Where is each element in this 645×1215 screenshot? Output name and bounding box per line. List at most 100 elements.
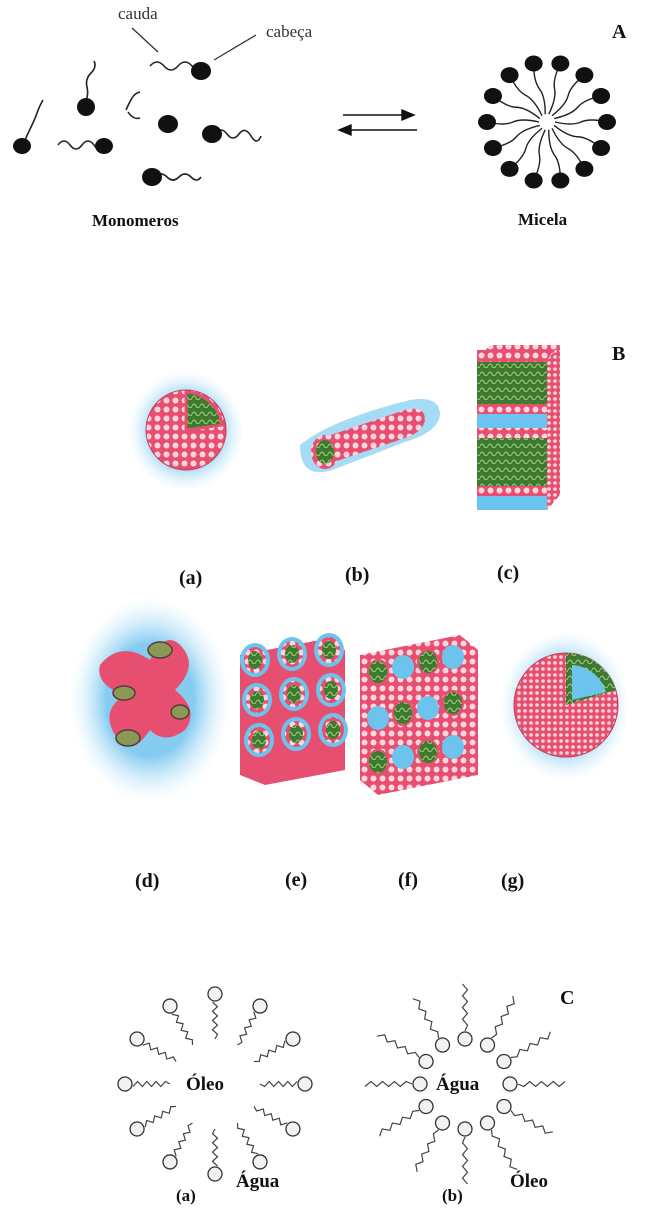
surfactant-tail bbox=[213, 1002, 218, 1039]
label-b-f: (f) bbox=[398, 869, 418, 891]
micelle bbox=[478, 56, 616, 189]
label-c-a: (a) bbox=[176, 1186, 196, 1205]
surfactant-head bbox=[286, 1122, 300, 1136]
surfactant-tail bbox=[213, 1129, 218, 1166]
surfactant-tail bbox=[416, 1130, 439, 1172]
micelle-head bbox=[501, 67, 519, 83]
surfactant-tail bbox=[254, 1107, 287, 1125]
surfactant-head bbox=[458, 1122, 472, 1136]
cubic-blue-cell bbox=[417, 696, 439, 720]
label-b-a: (a) bbox=[179, 567, 202, 589]
surfactant-head bbox=[503, 1077, 517, 1091]
lamellar-phase bbox=[477, 345, 560, 510]
micelle-head bbox=[551, 56, 569, 72]
surfactant-tail bbox=[172, 1014, 193, 1045]
surfactant-tail bbox=[238, 1012, 256, 1045]
vesicle bbox=[500, 631, 630, 781]
surfactant-tail bbox=[511, 1111, 553, 1134]
surfactant-head bbox=[118, 1077, 132, 1091]
hexagonal-core bbox=[285, 645, 299, 663]
panel-a: A cauda cabeça Monomeros bbox=[13, 4, 627, 230]
surfactant-tail bbox=[463, 1137, 468, 1184]
cubic-green-cell bbox=[443, 691, 463, 715]
surfactant-head bbox=[208, 987, 222, 1001]
panel-c: C Óleo Água (a) Água Óleo (b) bbox=[118, 984, 574, 1205]
label-b-d: (d) bbox=[135, 870, 159, 892]
micelle-head bbox=[484, 140, 502, 156]
surfactant-head bbox=[208, 1167, 222, 1181]
surfactant-tail bbox=[143, 1043, 176, 1061]
surfactant-head bbox=[436, 1116, 450, 1130]
spherical-micelle bbox=[128, 371, 244, 491]
surfactant-tail bbox=[365, 1082, 412, 1087]
micelle-head bbox=[598, 114, 616, 130]
surfactant-head bbox=[436, 1038, 450, 1052]
surfactant-head bbox=[481, 1038, 495, 1052]
surfactant-head bbox=[497, 1055, 511, 1069]
surfactant-head bbox=[298, 1077, 312, 1091]
hexagonal-core bbox=[324, 681, 338, 699]
surfactant-tail bbox=[238, 1123, 259, 1154]
hexagonal-phase bbox=[240, 633, 348, 785]
hexagonal-core bbox=[248, 651, 262, 669]
monomer-heads bbox=[13, 62, 222, 186]
hexagonal-core bbox=[326, 721, 340, 739]
surfactant-head bbox=[130, 1122, 144, 1136]
surfactant-head bbox=[481, 1116, 495, 1130]
micelle-head bbox=[484, 88, 502, 104]
surfactant-tail bbox=[518, 1082, 565, 1087]
label-b-e: (e) bbox=[285, 869, 307, 891]
micelle-head bbox=[478, 114, 496, 130]
cubic-blue-cell bbox=[442, 735, 464, 759]
oil-outside-label: Óleo bbox=[510, 1170, 548, 1192]
micelle-head bbox=[525, 172, 543, 188]
water-core-label: Água bbox=[436, 1073, 480, 1095]
surfactant-tail bbox=[377, 1035, 419, 1058]
bicontinuous-phase bbox=[70, 597, 230, 803]
head-pointer bbox=[214, 35, 256, 60]
hexagonal-core bbox=[322, 641, 336, 659]
micelle-head bbox=[592, 140, 610, 156]
cubic-green-cell bbox=[368, 750, 388, 774]
panel-c-letter: C bbox=[560, 987, 574, 1009]
micelle-head bbox=[575, 67, 593, 83]
label-b-c: (c) bbox=[497, 562, 519, 584]
cubic-blue-cell bbox=[442, 645, 464, 669]
cubic-blue-cell bbox=[392, 745, 414, 769]
micelle-label: Micela bbox=[518, 210, 568, 229]
monomers-group bbox=[24, 61, 261, 180]
hexagonal-core bbox=[287, 685, 301, 703]
surfactant-head bbox=[130, 1032, 144, 1046]
cubic-green-cell bbox=[418, 650, 438, 674]
head-label: cabeça bbox=[266, 22, 313, 41]
equilibrium-arrows bbox=[339, 110, 417, 135]
surfactant-tail bbox=[174, 1123, 192, 1156]
tail-label: cauda bbox=[118, 4, 158, 23]
micelle-head bbox=[575, 161, 593, 177]
tail-pointer bbox=[132, 28, 158, 52]
water-outside-label: Água bbox=[236, 1170, 280, 1192]
cubic-green-cell bbox=[368, 660, 388, 684]
hexagonal-core bbox=[252, 731, 266, 749]
surfactant-head bbox=[458, 1032, 472, 1046]
surfactant-head bbox=[253, 1155, 267, 1169]
cubic-green-cell bbox=[418, 740, 438, 764]
label-b-b: (b) bbox=[345, 564, 369, 586]
surfactant-head bbox=[163, 999, 177, 1013]
cylindrical-micelle bbox=[300, 399, 440, 472]
surfactant-tail bbox=[260, 1082, 297, 1087]
micelle-head bbox=[525, 56, 543, 72]
hexagonal-core bbox=[250, 691, 264, 709]
cubic-blue-cell bbox=[367, 706, 389, 730]
surfactant-head bbox=[419, 1100, 433, 1114]
micelle-head bbox=[551, 172, 569, 188]
oil-core-label: Óleo bbox=[186, 1073, 224, 1095]
surfactant-tail bbox=[492, 1130, 518, 1169]
label-b-g: (g) bbox=[501, 870, 524, 892]
cubic-blue-cell bbox=[392, 655, 414, 679]
micelle-head bbox=[592, 88, 610, 104]
label-c-b: (b) bbox=[442, 1186, 463, 1205]
surfactant-tail bbox=[492, 996, 515, 1038]
surfactant-head bbox=[253, 999, 267, 1013]
